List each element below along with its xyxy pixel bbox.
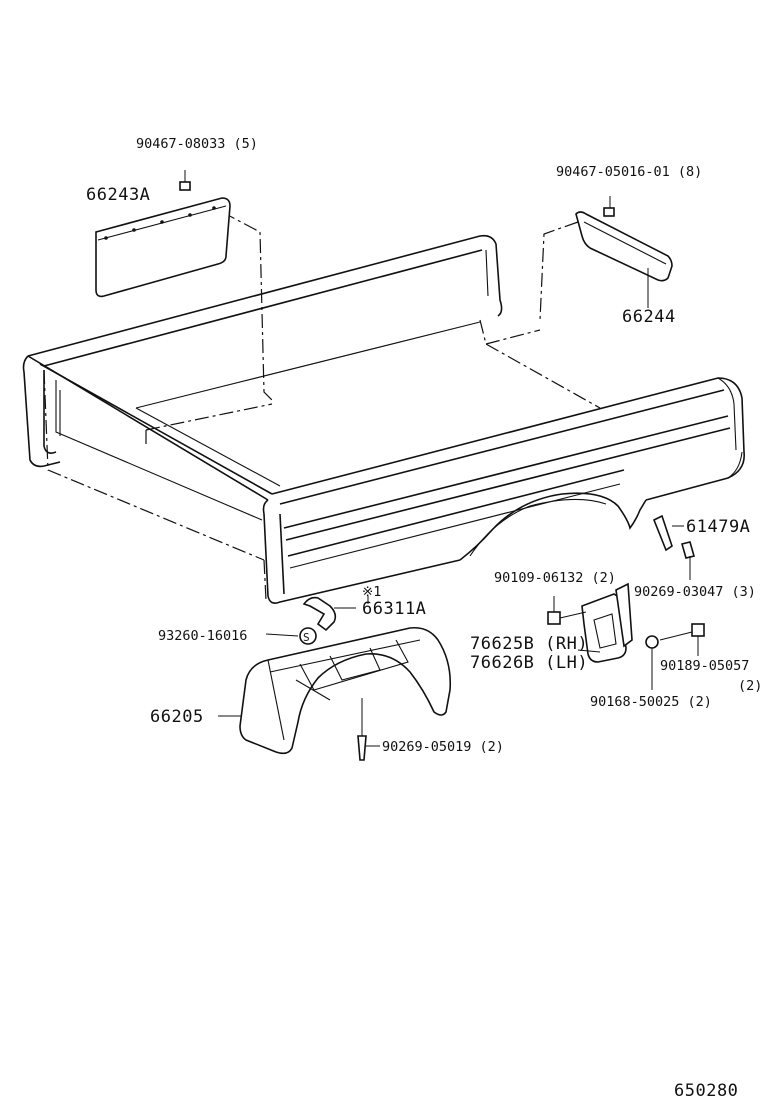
callouts: 90467-08033 (5) 66243A 90467-05016-01 (8… [86,136,760,755]
callout-76626b: 76626B (LH) [470,653,588,673]
callout-90168-50025: 90168-50025 (2) [590,694,712,710]
washer-93260: S [265,627,317,645]
callout-76625b: 76625B (RH) [470,634,588,654]
callout-90467-08033: 90467-08033 (5) [136,136,258,152]
rear-plate-66244 [575,196,673,308]
callout-61479a: 61479A [686,517,750,537]
clip-66311a [302,596,369,632]
callout-66244: 66244 [622,307,676,327]
diagram-id: 650280 [674,1081,738,1101]
washer-mark: S [303,631,310,644]
callout-93260-16016: 93260-16016 [158,628,247,644]
mudflap-76625b [547,582,705,690]
bracket-61479a [652,514,695,580]
callout-66243a: 66243A [86,185,150,205]
fender-liner-66205 [218,626,452,761]
callout-90269-05019: 90269-05019 (2) [382,739,504,755]
callout-66205: 66205 [150,707,204,727]
callout-note-1: ※1 [362,584,381,600]
truck-bed [22,234,745,604]
callout-90467-05016: 90467-05016-01 (8) [556,164,702,180]
callout-66311a: 66311A [362,599,426,619]
front-plate-66243a [95,170,231,298]
callout-90269-03047: 90269-03047 (3) [634,584,756,600]
callout-90109-06132: 90109-06132 (2) [494,570,616,586]
hidden-lines [43,211,601,601]
callout-90189-qty: (2) [738,678,760,694]
callout-90189-05057: 90189-05057 [660,658,749,674]
